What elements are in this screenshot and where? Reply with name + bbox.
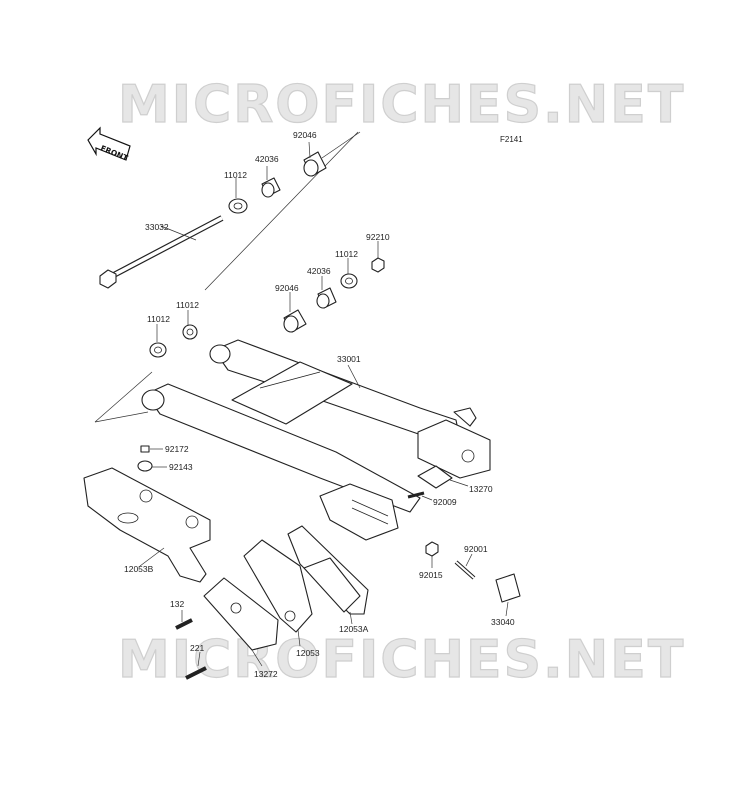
collar-11012-c[interactable] [182, 324, 198, 340]
label-92046-lower: 92046 [275, 283, 299, 293]
figure-code: F2141 [500, 135, 523, 144]
label-11012-b: 11012 [335, 249, 358, 259]
label-33001: 33001 [337, 354, 361, 364]
label-92009: 92009 [433, 497, 457, 507]
adjuster-bolt-92001[interactable] [454, 560, 476, 580]
watermark-top: MICROFICHES.NET [118, 75, 685, 135]
label-92210: 92210 [366, 232, 390, 242]
explode-line-upper-b [321, 131, 361, 159]
label-12053B: 12053B [124, 564, 154, 574]
label-13272: 13272 [254, 669, 278, 679]
nut-92015[interactable] [425, 541, 439, 557]
bushing-92046-upper[interactable] [303, 151, 327, 177]
label-221: 221 [190, 643, 204, 653]
watermark-bottom: MICROFICHES.NET [118, 630, 685, 690]
screw-92009[interactable] [407, 491, 425, 499]
label-12053: 12053 [296, 648, 320, 658]
label-33040: 33040 [491, 617, 515, 627]
pivot-shaft[interactable] [99, 215, 224, 289]
chain-guide-12053A[interactable] [287, 525, 369, 615]
bolt-221[interactable] [185, 666, 207, 680]
label-92046-upper: 92046 [293, 130, 317, 140]
collar-11012-b[interactable] [340, 273, 358, 289]
nut-92210[interactable] [371, 257, 385, 273]
label-92143: 92143 [169, 462, 193, 472]
collar-11012-d[interactable] [149, 342, 167, 358]
label-13270: 13270 [469, 484, 493, 494]
label-42036-upper: 42036 [255, 154, 279, 164]
sleeve-42036-lower[interactable] [316, 287, 337, 309]
adjuster-block-33040[interactable] [495, 573, 521, 603]
chain-guide-12053B[interactable] [83, 467, 211, 583]
bracket-13270[interactable] [417, 465, 453, 489]
label-11012-d: 11012 [147, 314, 170, 324]
label-92172: 92172 [165, 444, 189, 454]
explode-line-left [94, 371, 153, 423]
washer-92143[interactable] [137, 460, 153, 472]
label-11012-upper: 11012 [224, 170, 247, 180]
label-42036-lower: 42036 [307, 266, 331, 276]
label-11012-c: 11012 [176, 300, 199, 310]
sleeve-42036-upper[interactable] [261, 177, 281, 198]
bushing-92046-lower[interactable] [283, 309, 307, 333]
label-92015: 92015 [419, 570, 443, 580]
label-132: 132 [170, 599, 184, 609]
label-12053A: 12053A [339, 624, 369, 634]
bolt-92172[interactable] [140, 445, 150, 453]
explode-line-upper [204, 131, 359, 291]
bolt-132[interactable] [175, 618, 193, 630]
explode-line-left-b [94, 411, 149, 423]
chain-guide-12053[interactable] [243, 539, 313, 633]
chain-guide-plate[interactable] [203, 577, 279, 651]
leader-lines [139, 141, 509, 667]
label-33032: 33032 [145, 222, 169, 232]
label-92001: 92001 [464, 544, 488, 554]
swingarm[interactable] [141, 339, 491, 541]
collar-11012-upper[interactable] [228, 198, 248, 214]
